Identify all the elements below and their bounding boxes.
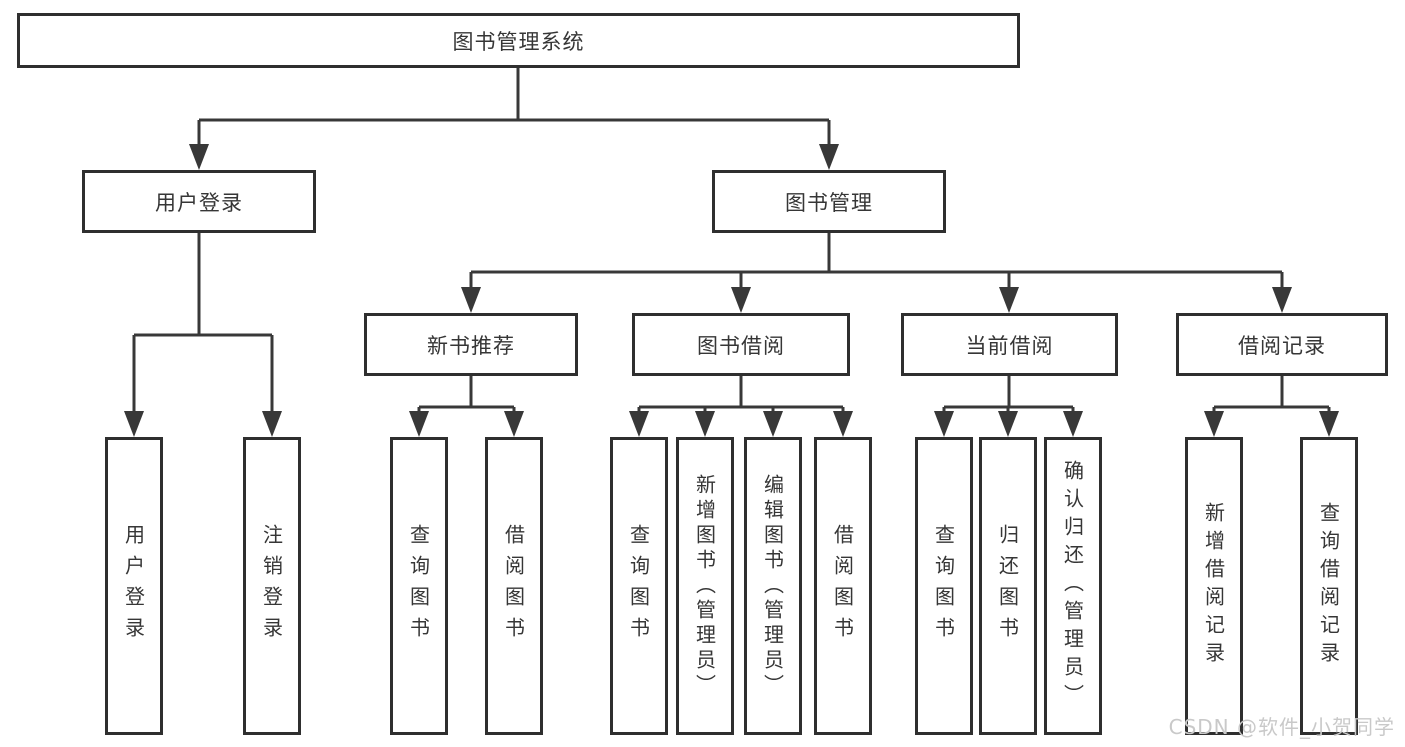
arrow-icon [504, 411, 524, 437]
arrow-icon [998, 411, 1018, 437]
arrow-icon [833, 411, 853, 437]
arrow-icon [763, 411, 783, 437]
node-borrow-records: 借阅记录 [1176, 313, 1388, 376]
node-user-login: 用户登录 [82, 170, 316, 233]
arrow-icon [1204, 411, 1224, 437]
leaf-borrow-books-recommend-label: 借阅图书 [501, 524, 526, 648]
leaf-return-book-label: 归还图书 [995, 524, 1020, 648]
arrow-icon [461, 287, 481, 313]
leaf-add-book-admin: 新增图书（管理员） [676, 437, 734, 735]
node-library-system-label: 图书管理系统 [452, 29, 585, 54]
node-borrow-records-label: 借阅记录 [1238, 333, 1326, 358]
leaf-add-book-admin-label: 新增图书（管理员） [692, 473, 717, 699]
node-library-system: 图书管理系统 [17, 13, 1020, 68]
connector-lines [132, 68, 1331, 413]
leaf-return-book: 归还图书 [979, 437, 1037, 735]
leaf-borrow-books-borrow: 借阅图书 [814, 437, 872, 735]
arrow-icon [409, 411, 429, 437]
node-book-management-label: 图书管理 [785, 190, 873, 215]
leaf-user-login-label: 用户登录 [121, 524, 146, 648]
node-new-book-recommend: 新书推荐 [364, 313, 578, 376]
leaf-confirm-return-admin-label: 确认归还（管理员） [1060, 460, 1085, 712]
leaf-query-borrow-record: 查询借阅记录 [1300, 437, 1358, 735]
arrowheads [124, 144, 1339, 437]
arrow-icon [819, 144, 839, 170]
node-book-management: 图书管理 [712, 170, 946, 233]
leaf-query-books-recommend: 查询图书 [390, 437, 448, 735]
leaf-query-books-recommend-label: 查询图书 [406, 524, 431, 648]
arrow-icon [999, 287, 1019, 313]
leaf-user-login: 用户登录 [105, 437, 163, 735]
arrow-icon [1319, 411, 1339, 437]
arrow-icon [262, 411, 282, 437]
leaf-query-borrow-record-label: 查询借阅记录 [1316, 502, 1341, 670]
leaf-borrow-books-borrow-label: 借阅图书 [830, 524, 855, 648]
leaf-confirm-return-admin: 确认归还（管理员） [1044, 437, 1102, 735]
arrow-icon [731, 287, 751, 313]
leaf-query-books-current: 查询图书 [915, 437, 973, 735]
arrow-icon [1063, 411, 1083, 437]
leaf-add-borrow-record-label: 新增借阅记录 [1201, 502, 1226, 670]
arrow-icon [124, 411, 144, 437]
arrow-icon [934, 411, 954, 437]
arrow-icon [1272, 287, 1292, 313]
node-user-login-label: 用户登录 [155, 190, 243, 215]
node-current-borrow-label: 当前借阅 [965, 333, 1054, 358]
leaf-query-books-borrow: 查询图书 [610, 437, 668, 735]
leaf-edit-book-admin: 编辑图书（管理员） [744, 437, 802, 735]
leaf-query-books-borrow-label: 查询图书 [626, 524, 651, 648]
arrow-icon [189, 144, 209, 170]
node-current-borrow: 当前借阅 [901, 313, 1118, 376]
leaf-add-borrow-record: 新增借阅记录 [1185, 437, 1243, 735]
node-book-borrow: 图书借阅 [632, 313, 850, 376]
arrow-icon [695, 411, 715, 437]
leaf-edit-book-admin-label: 编辑图书（管理员） [760, 473, 785, 699]
leaf-borrow-books-recommend: 借阅图书 [485, 437, 543, 735]
node-new-book-recommend-label: 新书推荐 [427, 333, 515, 358]
arrow-icon [629, 411, 649, 437]
leaf-logout-label: 注销登录 [259, 524, 284, 648]
leaf-query-books-current-label: 查询图书 [931, 524, 956, 648]
leaf-logout: 注销登录 [243, 437, 301, 735]
watermark: CSDN @软件_小贺同学 [1168, 715, 1395, 739]
node-book-borrow-label: 图书借阅 [697, 333, 785, 358]
